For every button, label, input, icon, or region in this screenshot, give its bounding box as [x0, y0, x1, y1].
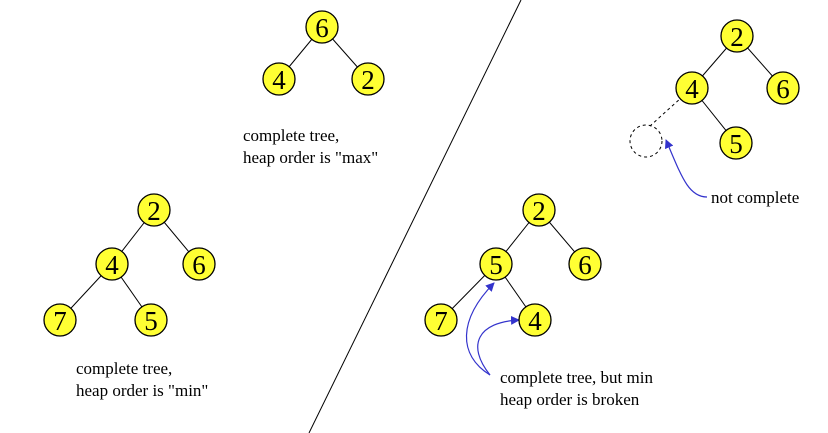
heap-node: 4: [518, 303, 552, 337]
heap-node: 6: [766, 71, 800, 105]
heap-node: 5: [479, 247, 513, 281]
not-complete-arrow: [665, 139, 708, 198]
divider-line: [308, 0, 522, 433]
heap-node: 2: [720, 19, 754, 53]
node-value: 6: [315, 13, 329, 43]
node-value: 7: [53, 306, 67, 336]
max-heap: 6 4 2: [262, 10, 385, 96]
heap-node: 2: [351, 62, 385, 96]
node-value: 6: [192, 250, 206, 280]
heap-node: 6: [305, 10, 339, 44]
max-heap-caption: complete tree, heap order is "max": [243, 125, 378, 169]
broken-heap-edges: [440, 209, 586, 321]
node-value: 7: [434, 306, 448, 336]
heap-node: 2: [137, 193, 171, 227]
heap-node: 4: [262, 62, 296, 96]
node-value: 5: [144, 306, 158, 336]
heap-node: 7: [43, 303, 77, 337]
broken-heap: 2 5 6 7 4: [424, 193, 602, 337]
node-value: 4: [272, 65, 286, 95]
caption-line: complete tree,: [243, 126, 340, 145]
heap-node: 7: [424, 303, 458, 337]
caption-line: heap order is "max": [243, 148, 379, 167]
missing-node-placeholder: [629, 124, 663, 158]
node-value: 6: [578, 250, 592, 280]
incomplete-tree: 2 4 6 5: [675, 19, 800, 160]
broken-order-arrow-to-4: [477, 315, 520, 376]
heap-node: 6: [568, 247, 602, 281]
node-value: 4: [105, 250, 119, 280]
heap-node: 2: [522, 193, 556, 227]
node-value: 2: [147, 196, 161, 226]
node-value: 5: [729, 129, 743, 159]
caption-line: complete tree, but min: [500, 368, 653, 387]
min-heap-edges: [59, 209, 200, 321]
caption-line: not complete: [711, 188, 800, 207]
heap-node: 6: [182, 247, 216, 281]
min-heap-caption: complete tree, heap order is "min": [76, 358, 208, 402]
heap-node: 4: [675, 71, 709, 105]
caption-line: heap order is "min": [76, 381, 209, 400]
node-value: 2: [532, 196, 546, 226]
min-heap: 2 4 6 7 5: [43, 193, 216, 337]
broken-heap-caption: complete tree, but min heap order is bro…: [500, 367, 653, 411]
caption-line: heap order is broken: [500, 390, 640, 409]
heap-node: 5: [719, 126, 753, 160]
heap-node: 5: [134, 303, 168, 337]
heap-node: 4: [95, 247, 129, 281]
node-value: 5: [489, 250, 503, 280]
node-value: 2: [361, 65, 375, 95]
node-value: 6: [776, 74, 790, 104]
caption-line: complete tree,: [76, 359, 173, 378]
node-value: 4: [528, 306, 542, 336]
node-value: 4: [685, 74, 699, 104]
broken-order-arrow-to-5: [465, 282, 495, 376]
not-complete-caption: not complete: [711, 187, 799, 209]
incomplete-tree-edges: [649, 35, 784, 144]
node-value: 2: [730, 22, 744, 52]
